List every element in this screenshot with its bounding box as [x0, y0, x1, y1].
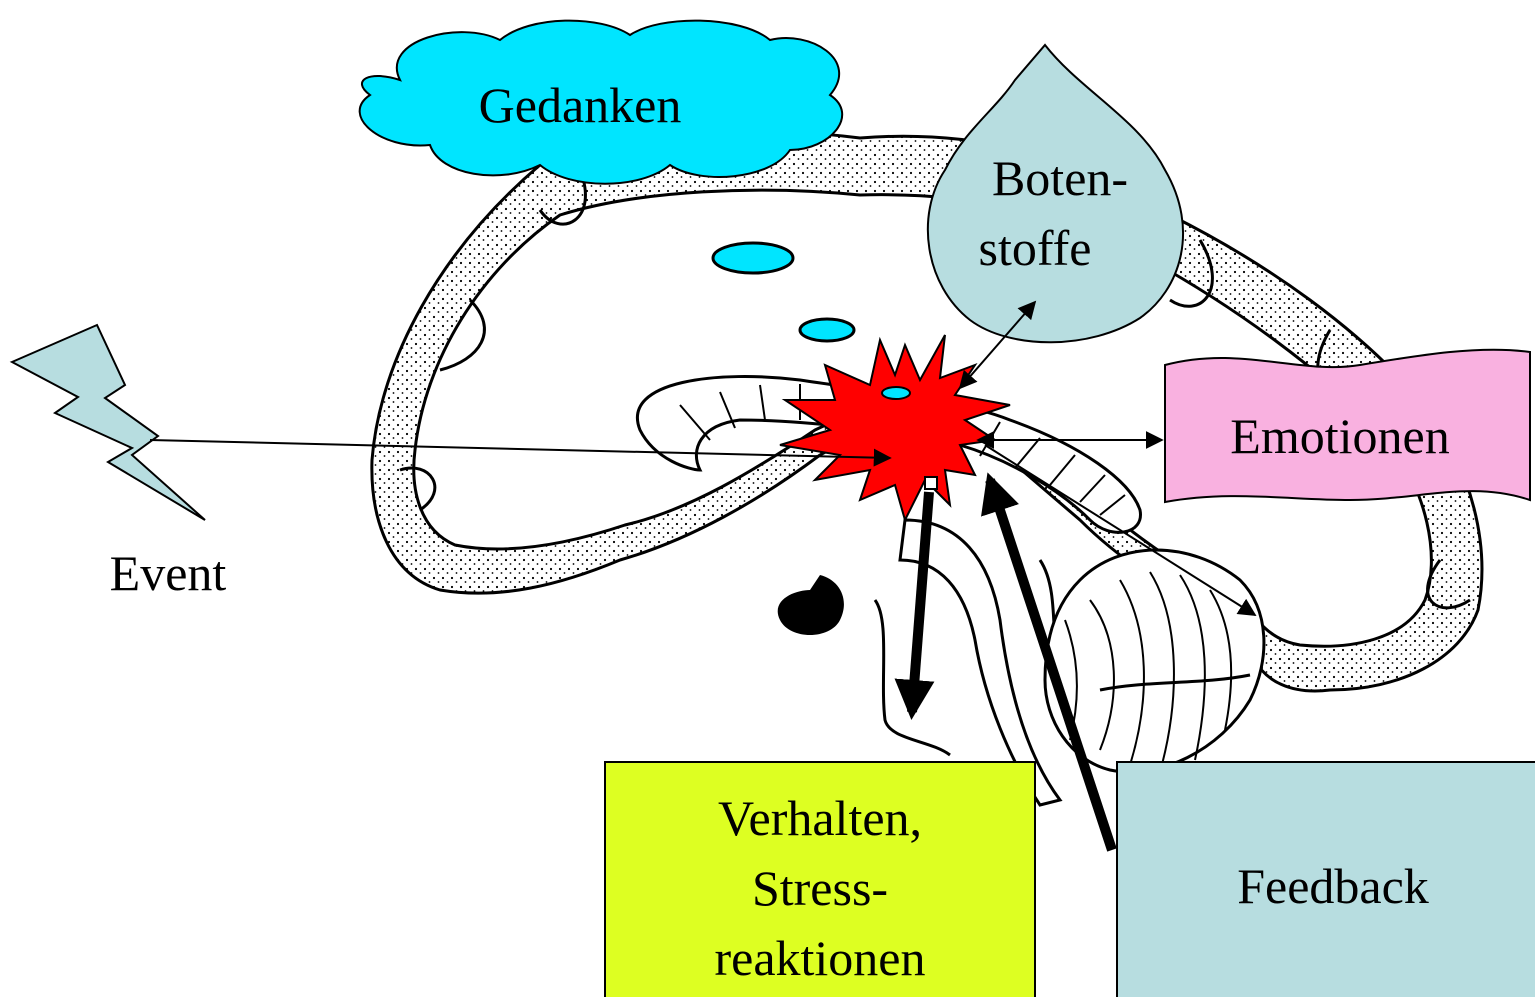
event-label: Event	[110, 545, 227, 601]
verhalten-box: Verhalten, Stress- reaktionen	[605, 762, 1035, 997]
event-lightning: Event	[12, 325, 226, 601]
verhalten-label-line3: reaktionen	[714, 930, 925, 986]
ventricle-upper	[713, 243, 793, 273]
pituitary	[778, 575, 844, 635]
botenstoffe-label-line2: stoffe	[979, 220, 1092, 276]
ventricle-middle	[800, 319, 854, 341]
feedback-box: Feedback	[1117, 762, 1535, 997]
verhalten-label-line1: Verhalten,	[718, 790, 922, 846]
ventricle-center	[882, 387, 910, 399]
arrow-verhalten-start-marker	[925, 477, 937, 489]
botenstoffe-bubble: Boten- stoffe	[928, 45, 1183, 342]
verhalten-label-line2: Stress-	[752, 860, 888, 916]
emotionen-label: Emotionen	[1230, 408, 1449, 464]
botenstoffe-label-line1: Boten-	[992, 150, 1128, 206]
gedanken-cloud: Gedanken	[360, 21, 843, 184]
feedback-label: Feedback	[1237, 858, 1429, 914]
lightning-icon	[12, 325, 205, 520]
emotionen-banner: Emotionen	[1165, 350, 1530, 502]
gedanken-label: Gedanken	[479, 77, 682, 133]
